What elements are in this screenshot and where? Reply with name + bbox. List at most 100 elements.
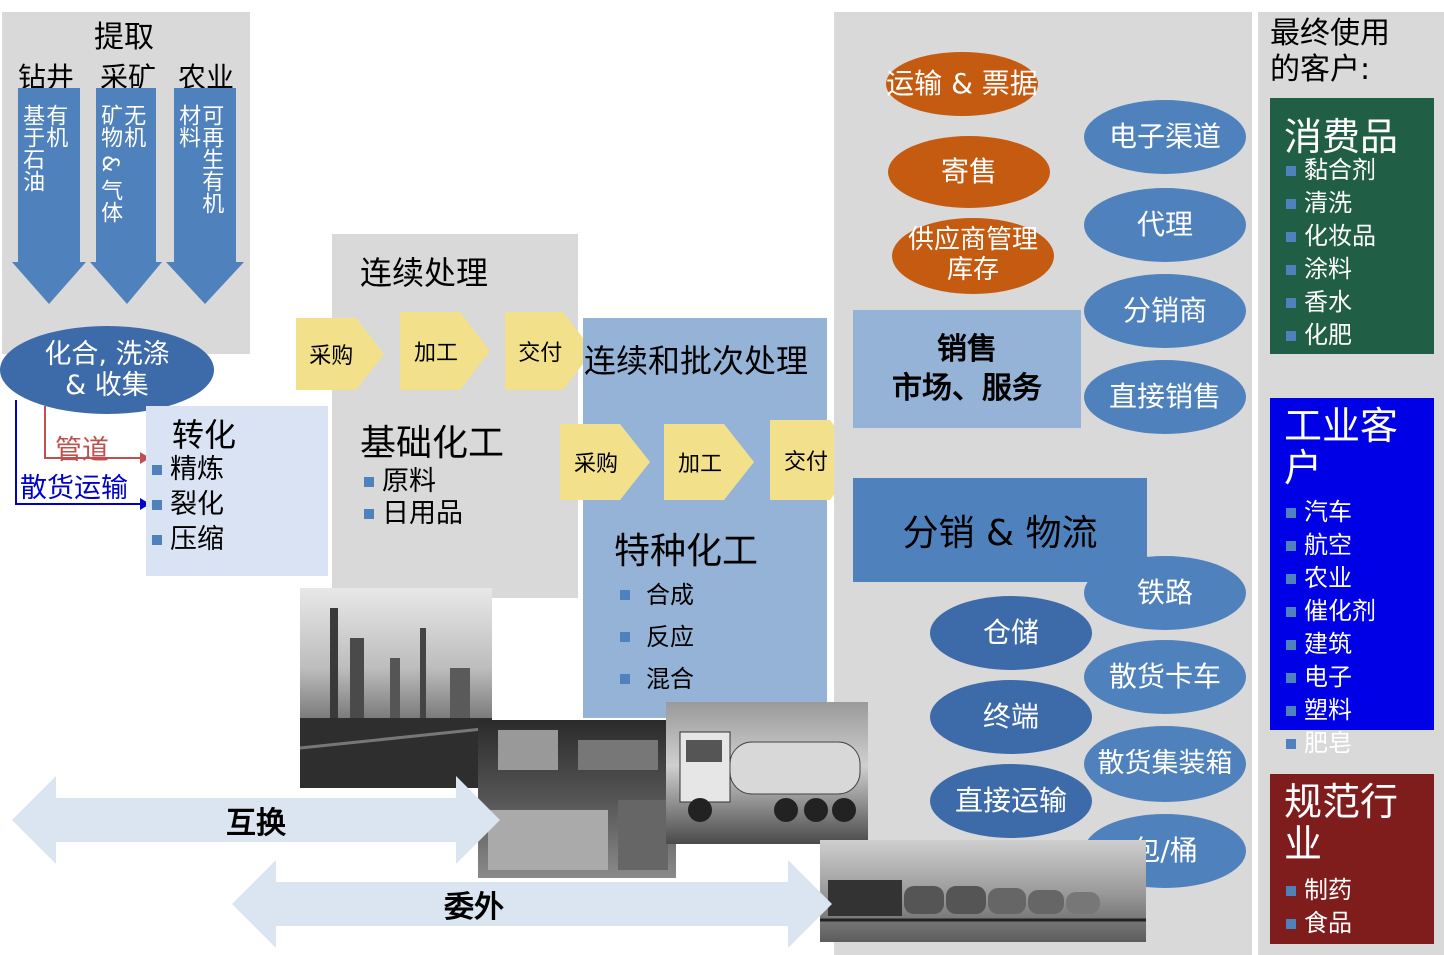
double-arrow-shape: [232, 860, 832, 948]
exchange-label: 互换: [226, 806, 286, 841]
pipeline-line: [44, 406, 140, 459]
consumer-item: 香水: [1284, 286, 1376, 319]
exchange-arrow: 互换: [12, 776, 500, 864]
industrial-item: 建筑: [1284, 628, 1376, 661]
packaging-drawing: [488, 730, 668, 870]
arrow-text-inorganic: 无机 矿物 & 气体: [97, 104, 146, 224]
transport-billing-ellipse: 运输 & 票据: [886, 52, 1038, 116]
industrial-item: 汽车: [1284, 496, 1376, 529]
tanker-truck-photo: [666, 702, 868, 844]
step-purchase-2: 采购: [560, 424, 650, 500]
freight-train-drawing: [820, 880, 1146, 922]
consumer-item: 化肥: [1284, 319, 1376, 352]
logistics-box-label: 分销 & 物流: [902, 513, 1098, 554]
industrial-item: 塑料: [1284, 694, 1376, 727]
basic-chem-list: 原料 日用品: [362, 466, 463, 530]
step-label: 交付: [518, 341, 563, 366]
specialty-chem-list: 合成 反应 混合: [618, 574, 694, 700]
arrow-text-renewable: 可再生有机 材料: [175, 104, 224, 214]
regulated-item: 制药: [1284, 874, 1352, 907]
chevron-shape: [664, 424, 754, 500]
conversion-panel: [146, 406, 328, 576]
outsource-label: 委外: [444, 890, 504, 925]
step-label: 交付: [783, 450, 828, 475]
chevron-shape: [296, 318, 384, 390]
chevron-shape: [505, 312, 593, 390]
step-label: 采购: [309, 344, 354, 369]
industrial-item: 电子: [1284, 661, 1376, 694]
consumer-item: 清洗: [1284, 187, 1376, 220]
step-process-1: 加工: [400, 312, 490, 390]
chevron-shape: [560, 424, 650, 500]
batch-panel: [583, 318, 827, 718]
pipeline-label: 管道: [55, 435, 109, 466]
channel-electronic: 电子渠道: [1084, 100, 1246, 174]
step-label: 加工: [413, 341, 458, 366]
regulated-list: 制药 食品: [1284, 874, 1352, 940]
collect-ellipse: 化合, 洗涤 & 收集: [0, 326, 214, 414]
bulk-line: [15, 400, 140, 505]
transport-connectors: [15, 400, 150, 510]
step-label: 加工: [677, 452, 722, 477]
bulk-transport-label: 散货运输: [20, 473, 128, 504]
consumer-item: 化妆品: [1284, 220, 1376, 253]
industrial-item: 肥皂: [1284, 727, 1376, 760]
tanker-truck-drawing: [679, 731, 861, 822]
consumer-customers-box: 消费品 黏合剂 清洗 化妆品 涂料 香水 化肥: [1270, 98, 1434, 354]
logistics-direct-shipping: 直接运输: [930, 764, 1092, 838]
logistics-terminal: 终端: [930, 680, 1092, 754]
consumer-title: 消费品: [1284, 115, 1399, 159]
channel-direct-sales: 直接销售: [1084, 360, 1246, 434]
specialty-chem-item: 合成: [618, 574, 694, 616]
logistics-box: 分销 & 物流: [853, 478, 1147, 582]
step-deliver-1: 交付: [505, 312, 593, 390]
industrial-title: 工业客 户: [1284, 404, 1399, 490]
consumer-item: 黏合剂: [1284, 154, 1376, 187]
sales-box-label: 销售 市场、服务: [892, 332, 1042, 406]
extraction-title: 提取: [94, 20, 154, 55]
specialty-chem-item: 反应: [618, 616, 694, 658]
conversion-item: 精炼: [150, 452, 224, 487]
double-arrow-shape: [12, 776, 500, 864]
industrial-item: 航空: [1284, 529, 1376, 562]
specialty-chem-title: 特种化工: [614, 531, 759, 572]
batch-title: 连续和批次处理: [584, 342, 809, 380]
customers-title: 最终使用 的客户:: [1270, 16, 1390, 87]
refinery-drawing: [300, 608, 492, 788]
outsource-arrow: 委外: [232, 860, 832, 948]
conversion-list: 精炼 裂化 压缩: [150, 452, 224, 557]
consignment-ellipse: 寄售: [888, 136, 1050, 208]
basic-chem-item: 日用品: [362, 498, 463, 530]
down-arrow-renewable: [166, 88, 244, 304]
extraction-down-arrows: [12, 88, 244, 304]
step-label: 采购: [573, 452, 618, 477]
step-process-2: 加工: [664, 424, 754, 500]
channel-distributor: 分销商: [1084, 274, 1246, 348]
down-arrow-inorganic: [90, 88, 162, 304]
freight-train-photo: [820, 840, 1146, 942]
regulated-customers-box: 规范行 业 制药 食品: [1270, 774, 1434, 944]
vmi-ellipse: 供应商管理 库存: [892, 218, 1054, 294]
packaging-photo: [478, 720, 676, 878]
basic-chem-title: 基础化工: [360, 423, 505, 464]
industrial-item: 农业: [1284, 562, 1376, 595]
refinery-photo: [300, 588, 492, 788]
industrial-item: 催化剂: [1284, 595, 1376, 628]
industrial-customers-box: 工业客 户 汽车 航空 农业 催化剂 建筑 电子 塑料 肥皂: [1270, 398, 1434, 757]
logistics-bulk-truck: 散货卡车: [1084, 640, 1246, 714]
basic-chem-item: 原料: [362, 466, 463, 498]
continuous-title: 连续处理: [360, 254, 489, 292]
channel-agent: 代理: [1084, 188, 1246, 262]
specialty-chem-item: 混合: [618, 658, 694, 700]
chevron-shape: [400, 312, 490, 390]
regulated-item: 食品: [1284, 907, 1352, 940]
sales-box: 销售 市场、服务: [853, 310, 1081, 428]
conversion-item: 压缩: [150, 522, 224, 557]
logistics-rail: 铁路: [1084, 556, 1246, 630]
consumer-item: 涂料: [1284, 253, 1376, 286]
logistics-bulk-container: 散货集装箱: [1084, 726, 1246, 802]
step-purchase-1: 采购: [296, 318, 384, 390]
collect-label: 化合, 洗涤 & 收集: [44, 338, 170, 401]
regulated-title: 规范行 业: [1284, 780, 1399, 866]
arrow-text-organic: 有机 基于石油: [19, 104, 68, 192]
